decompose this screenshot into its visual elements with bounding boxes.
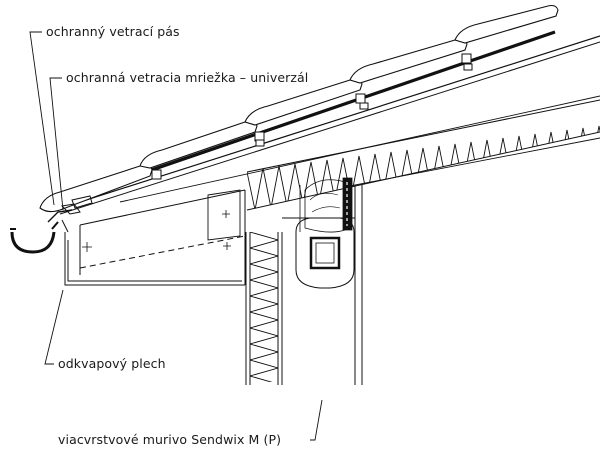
wall-plate-and-rafter bbox=[295, 177, 355, 289]
tile-clips bbox=[151, 53, 473, 180]
eaves-soffit bbox=[64, 189, 246, 286]
label-eaves-flashing: odkvapový plech bbox=[58, 356, 166, 371]
roof-tiles bbox=[39, 4, 559, 213]
wall-structure bbox=[245, 185, 363, 385]
label-masonry: viacvrstvové murivo Sendwix M (P) bbox=[58, 432, 282, 447]
eaves-ventilation-elements bbox=[60, 195, 93, 233]
leader-lines bbox=[29, 31, 323, 441]
label-ventilation-grille: ochranná vetracia mriežka – univerzál bbox=[66, 70, 309, 85]
gutter bbox=[10, 209, 73, 254]
wall-insulation bbox=[250, 232, 278, 382]
label-ventilation-strip: ochranný vetrací pás bbox=[46, 24, 180, 39]
roof-covering-layers bbox=[54, 30, 600, 215]
